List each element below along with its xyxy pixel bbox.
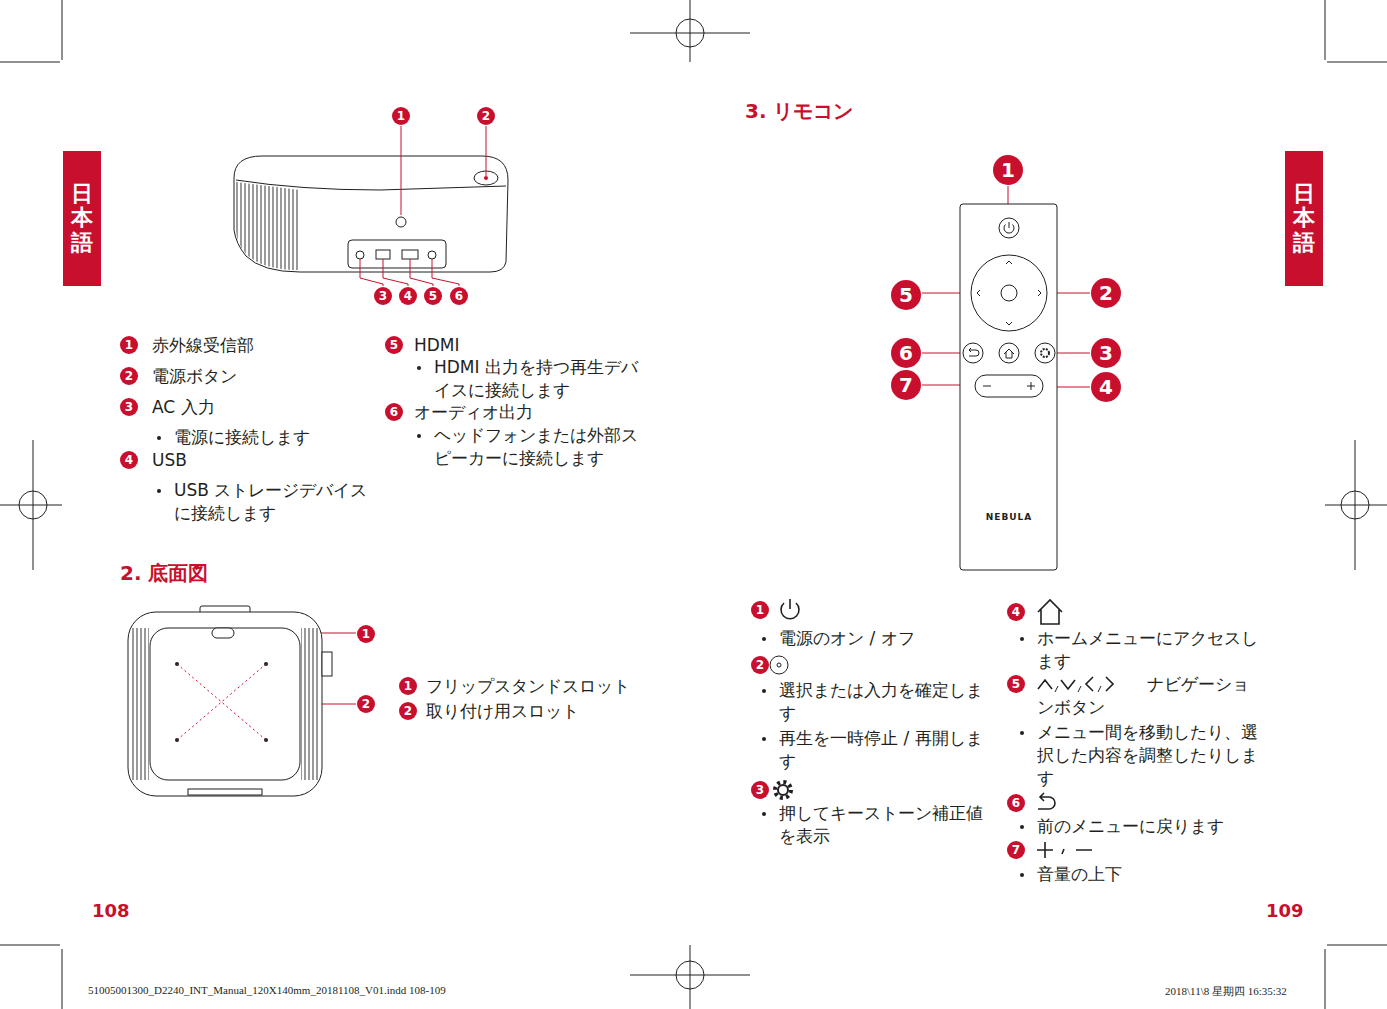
description-text: メニュー間を移動したり、選択した内容を調整したりします (1037, 721, 1262, 790)
bullet-dot (1020, 825, 1024, 829)
language-tab: 日本語 (63, 151, 101, 286)
remote-control (960, 204, 1057, 570)
print-footer: 51005001300_D2240_INT_Manual_120X140mm_2… (88, 984, 446, 996)
bullet-dot (762, 689, 766, 693)
description-text: ナビゲーションボタン (1037, 673, 1262, 719)
callout-number: 7 (891, 370, 921, 400)
callout-number: 1 (993, 155, 1023, 185)
callout-number: 3 (1091, 338, 1121, 368)
description-text: 前のメニューに戻ります (1037, 815, 1267, 838)
description-text: 赤外線受信部 (152, 334, 254, 357)
callout-number: 3 (120, 398, 138, 416)
leader-lines (234, 126, 1090, 704)
callout-number: 7 (1007, 841, 1025, 859)
callout-number: 5 (385, 336, 403, 354)
callout-number: 6 (450, 287, 468, 305)
bullet-dot (762, 737, 766, 741)
description-text: ヘッドフォンまたは外部スピーカーに接続します (434, 424, 639, 470)
callout-number: 2 (357, 695, 375, 713)
page-number: 108 (92, 900, 130, 921)
callout-number: 2 (477, 107, 495, 125)
callout-number: 3 (374, 287, 392, 305)
projector-bottom-view (128, 606, 332, 796)
description-text: オーディオ出力 (414, 401, 533, 424)
description-text: フリップスタンドスロット (426, 675, 630, 698)
callout-number: 6 (891, 338, 921, 368)
bullet-dot (1020, 637, 1024, 641)
description-text: ホームメニューにアクセスします (1037, 627, 1262, 673)
callout-number: 2 (1091, 278, 1121, 308)
callout-number: 1 (120, 336, 138, 354)
bullet-dot (762, 637, 766, 641)
callout-number: 5 (1007, 675, 1025, 693)
description-text: USB ストレージデバイスに接続します (174, 479, 369, 525)
callout-number: 2 (120, 367, 138, 385)
tab-label: 日本語 (71, 182, 93, 255)
bullet-dot (157, 489, 161, 493)
callout-number: 4 (1007, 603, 1025, 621)
callout-number: 6 (1007, 794, 1025, 812)
callout-number: 1 (357, 625, 375, 643)
description-text: 電源のオン / オフ (779, 627, 989, 650)
callout-number: 1 (399, 677, 417, 695)
bullet-dot (1020, 873, 1024, 877)
callout-number: 5 (891, 280, 921, 310)
callout-number: 4 (1091, 372, 1121, 402)
bullet-dot (1020, 731, 1024, 735)
callout-number: 2 (751, 656, 769, 674)
section-heading: 3. リモコン (745, 98, 853, 125)
brand-logo: NEBULA (986, 512, 1033, 522)
callout-number: 5 (424, 287, 442, 305)
description-text: AC 入力 (152, 396, 215, 419)
callout-number: 1 (751, 601, 769, 619)
bullet-dot (417, 434, 421, 438)
description-text: HDMI 出力を持つ再生デバイスに接続します (434, 356, 644, 402)
description-text: 押してキーストーン補正値を表示 (779, 802, 984, 848)
description-text: 選択または入力を確定します (779, 679, 984, 725)
projector-front-view (234, 156, 508, 272)
description-text: USB (152, 449, 187, 472)
description-text: 取り付け用スロット (426, 700, 579, 723)
description-text: 音量の上下 (1037, 863, 1237, 886)
description-text: 電源に接続します (174, 426, 364, 449)
callout-number: 3 (751, 781, 769, 799)
section-heading: 2. 底面図 (120, 560, 208, 587)
callout-number: 4 (120, 451, 138, 469)
tab-label: 日本語 (1293, 182, 1315, 255)
page-number: 109 (1266, 900, 1304, 921)
language-tab: 日本語 (1285, 151, 1323, 286)
leader-dots (232, 212, 1048, 636)
bullet-dot (417, 366, 421, 370)
callout-number: 4 (399, 287, 417, 305)
print-footer: 2018\11\8 星期四 16:35:32 (1165, 984, 1287, 999)
callout-number: 6 (385, 403, 403, 421)
description-text: HDMI (414, 334, 460, 357)
bullet-dot (762, 812, 766, 816)
bullet-dot (157, 436, 161, 440)
description-text: 電源ボタン (152, 365, 237, 388)
callout-number: 2 (399, 702, 417, 720)
description-text: 再生を一時停止 / 再開します (779, 727, 984, 773)
callout-number: 1 (392, 107, 410, 125)
